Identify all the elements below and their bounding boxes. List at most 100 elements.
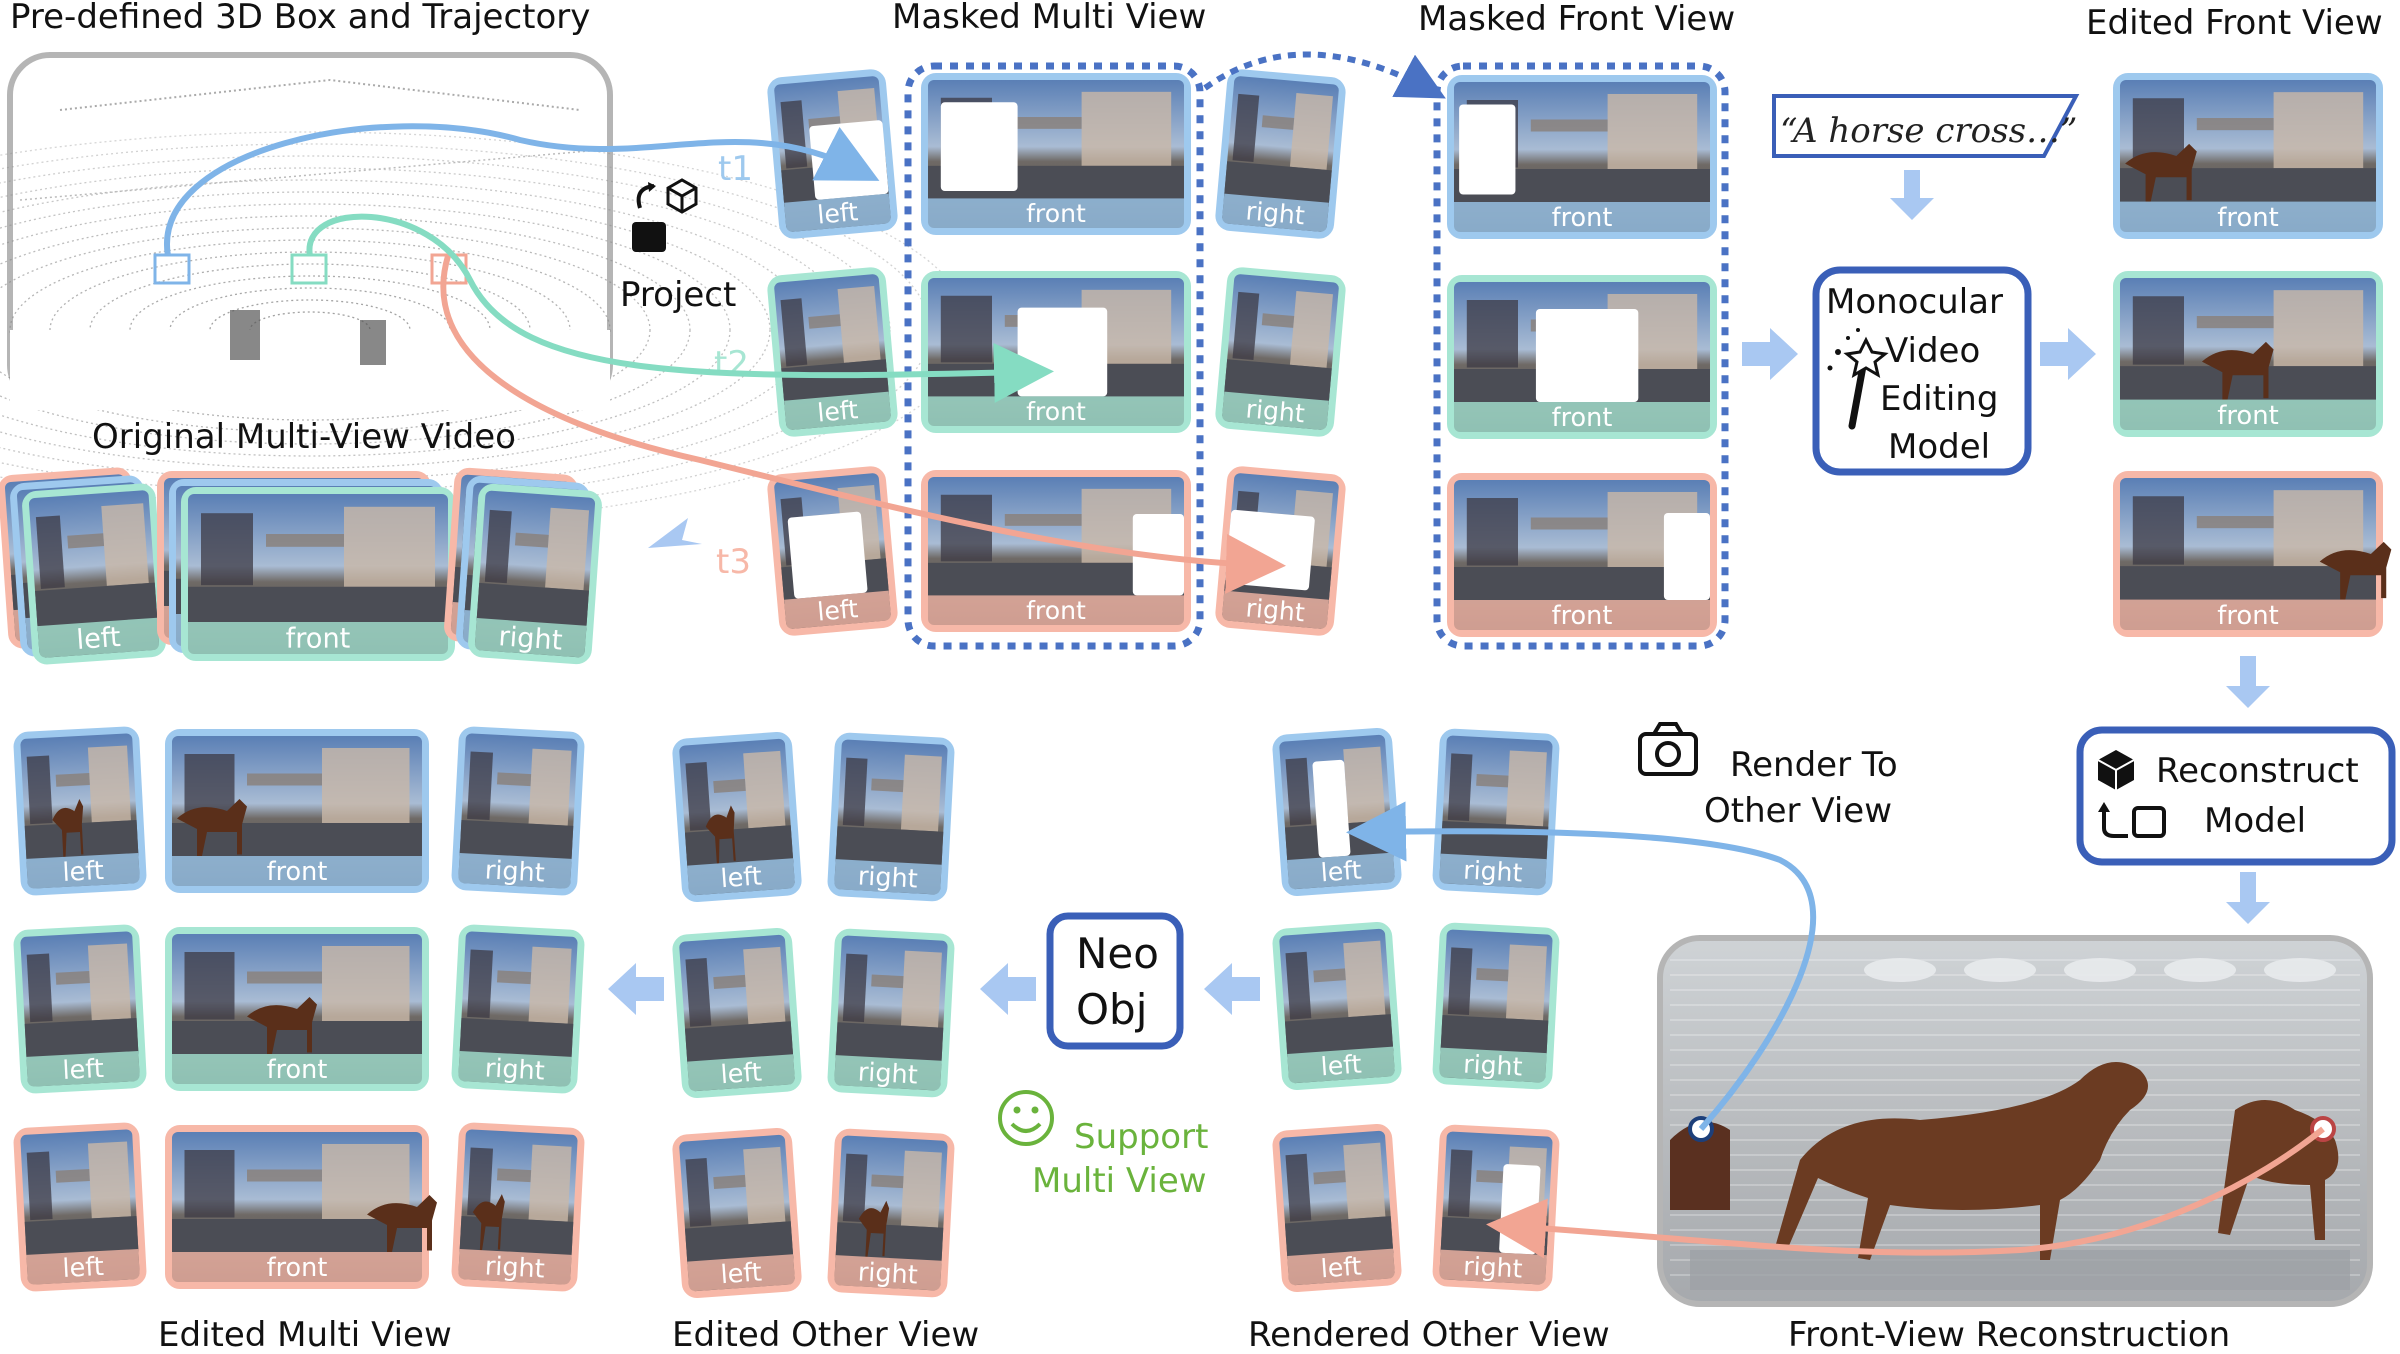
edited-other-right-3: right: [827, 1128, 955, 1298]
trajectory-t3: [440, 255, 1286, 594]
edited-multi-right-2: right: [451, 924, 585, 1094]
rendered-left-2: left: [1272, 922, 1402, 1090]
front-view-reconstruction-panel: [1657, 935, 2373, 1307]
view-label: left: [62, 1054, 105, 1086]
edited-multi-grid: left front right left front right left front rig…: [13, 726, 585, 1292]
edited-multi-left-2: left: [13, 924, 147, 1094]
arrow-prompt-down: [1890, 170, 1934, 220]
masked-left-2: left: [767, 267, 898, 437]
camera-icon: [1638, 722, 1698, 776]
title-edited-front: Edited Front View: [2086, 3, 2383, 43]
mono-line4: Model: [1888, 427, 1990, 467]
neo-line2: Obj: [1076, 985, 1147, 1034]
edited-other-right-1: right: [827, 732, 955, 902]
masked-right-2: right: [1215, 267, 1346, 437]
view-label: right: [857, 861, 918, 894]
view-label: right: [484, 1053, 545, 1086]
title-original: Original Multi-View Video: [92, 417, 516, 457]
edited-front-3: front: [2113, 471, 2392, 637]
edited-front-1: front: [2113, 73, 2383, 239]
masked-front-3: front: [921, 470, 1191, 632]
view-label: left: [62, 1252, 105, 1284]
view-label: front: [2217, 601, 2278, 631]
view-label: front: [2217, 401, 2278, 431]
dotted-arrow-multi-to-front: [1203, 51, 1446, 99]
title-predefined: Pre-defined 3D Box and Trajectory: [10, 0, 590, 37]
edited-multi-right-1: right: [451, 726, 585, 896]
t3-label: t3: [716, 542, 751, 582]
original-front-frame: front: [181, 487, 455, 661]
view-label: left: [720, 861, 763, 894]
horse-reconstruction: [1670, 1062, 2339, 1260]
view-label: front: [2217, 203, 2278, 233]
project-label: Project: [620, 275, 736, 315]
title-masked-multi: Masked Multi View: [892, 0, 1206, 37]
view-label: front: [267, 1055, 328, 1085]
mono-line2: Video: [1885, 331, 1980, 371]
title-rendered-other: Rendered Other View: [1248, 1315, 1610, 1354]
view-label: left: [720, 1057, 763, 1090]
trajectory-t1: [164, 123, 880, 257]
edited-multi-left-1: left: [13, 726, 147, 896]
masked-front-view-2: front: [1447, 275, 1717, 439]
edited-multi-front-2: front: [165, 927, 429, 1091]
edited-other-right-2: right: [827, 928, 955, 1098]
view-label: left: [720, 1257, 763, 1290]
render-line1: Render To: [1730, 745, 1898, 785]
title-edited-other: Edited Other View: [672, 1315, 979, 1354]
edited-multi-front-3: front: [165, 1125, 437, 1289]
view-label: left: [816, 197, 859, 229]
edited-front-column: front front front: [2113, 73, 2392, 637]
original-multiview-stack: leftleftleftfrontfrontfrontrightrightrig…: [0, 467, 602, 665]
magic-wand-icon: [1827, 328, 1889, 430]
recon-line1: Reconstruct: [2156, 751, 2359, 791]
mono-editing-model-box: [1812, 266, 2032, 476]
view-label: front: [267, 857, 328, 887]
arrow-to-recon-panel: [2226, 872, 2270, 924]
recon-line2: Model: [2204, 801, 2306, 841]
view-label: left: [75, 622, 121, 656]
view-label: left: [816, 395, 859, 427]
project-icon: [632, 178, 698, 252]
arrow-to-edited-multi: [608, 963, 664, 1015]
edited-other-left-1: left: [672, 732, 802, 902]
view-label: front: [267, 1253, 328, 1283]
original-left-frame: left: [22, 483, 166, 665]
view-label: left: [62, 856, 105, 888]
view-label: front: [286, 624, 351, 655]
arrow-orig-to-masked: [648, 518, 702, 548]
view-label: right: [1463, 1049, 1524, 1081]
arrow-to-edited-front: [2040, 328, 2096, 380]
original-right-frame: right: [468, 483, 602, 665]
view-label: front: [1026, 596, 1086, 625]
view-label: front: [1026, 199, 1086, 228]
render-line2: Other View: [1704, 791, 1892, 831]
rendered-right-1: right: [1432, 728, 1560, 896]
masked-front-view-3: front: [1447, 473, 1717, 637]
masked-front-2: front: [921, 271, 1191, 433]
rendered-right-3: right: [1432, 1124, 1560, 1292]
view-label: left: [1320, 1050, 1363, 1082]
support-line2: Multi View: [1032, 1161, 1207, 1201]
view-label: right: [857, 1257, 918, 1290]
view-label: right: [857, 1057, 918, 1090]
neoobj-box: [1046, 912, 1184, 1050]
title-front-recon: Front-View Reconstruction: [1788, 1315, 2230, 1354]
cube-icon: [2097, 750, 2135, 790]
convert-icon: [2098, 802, 2166, 838]
smiley-icon: [998, 1090, 1054, 1146]
edited-other-left-2: left: [672, 928, 802, 1098]
title-masked-front: Masked Front View: [1418, 0, 1735, 39]
view-label: right: [1245, 593, 1307, 627]
masked-front-1: front: [921, 73, 1191, 235]
mono-line1: Monocular: [1826, 282, 2003, 322]
rendered-left-3: left: [1272, 1124, 1402, 1292]
reconstruct-model-box: [2076, 726, 2396, 866]
edited-multi-right-3: right: [451, 1122, 585, 1292]
render-path-salmon: [1486, 1126, 2325, 1259]
view-label: right: [484, 1251, 545, 1284]
arrow-to-reconstruct: [2226, 656, 2270, 708]
arrow-to-neoobj: [1204, 963, 1260, 1015]
